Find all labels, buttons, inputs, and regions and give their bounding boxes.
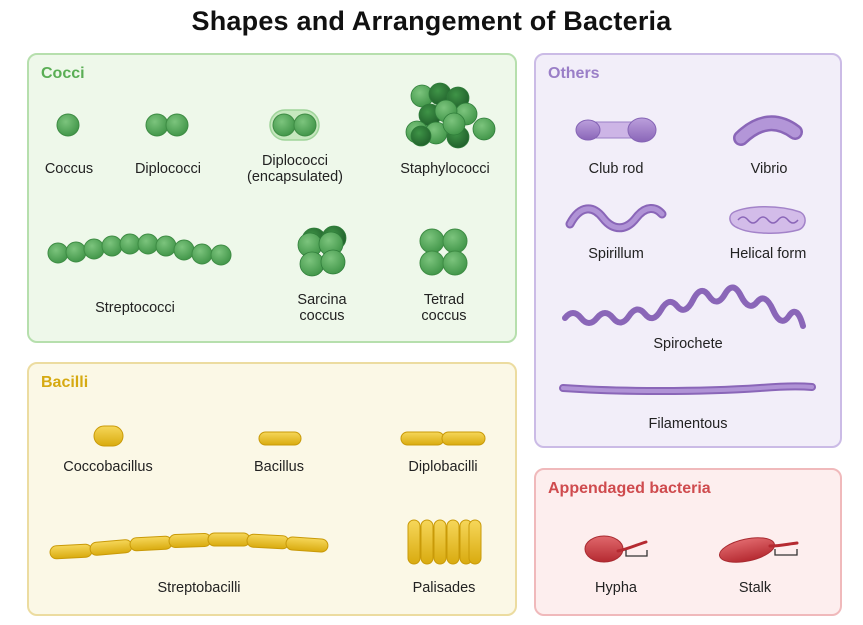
cocci-panel-title: Cocci	[41, 65, 85, 82]
palisades-illustration	[407, 519, 482, 565]
appendaged-panel: Appendaged bacteria	[534, 468, 842, 616]
page-title: Shapes and Arrangement of Bacteria	[191, 6, 672, 36]
helical-form-illustration	[729, 206, 806, 234]
stalk-label: Stalk	[738, 580, 772, 596]
filamentous-illustration	[559, 382, 816, 395]
streptococci-label: Streptococci	[95, 300, 175, 316]
bacillus-label: Bacillus	[254, 459, 304, 475]
staphylococci-illustration	[405, 82, 496, 149]
filamentous-label: Filamentous	[648, 416, 728, 432]
diplococci-encapsulated-illustration	[269, 109, 320, 141]
hypha-label: Hypha	[595, 580, 637, 596]
hypha-illustration	[584, 535, 648, 563]
staphylococci-label: Staphylococci	[400, 161, 490, 177]
bacillus-illustration	[258, 431, 302, 446]
streptobacilli-label: Streptobacilli	[157, 580, 241, 596]
palisades-label: Palisades	[412, 580, 476, 596]
diplococci-encapsulated-label: Diplococci (encapsulated)	[247, 153, 343, 185]
spirochete-label: Spirochete	[653, 336, 723, 352]
streptococci-illustration	[47, 233, 232, 266]
stalk-illustration	[719, 537, 799, 563]
sarcina-illustration	[297, 225, 347, 277]
club-rod-illustration	[575, 117, 657, 143]
diplococci-illustration	[145, 113, 189, 137]
vibrio-illustration	[733, 115, 803, 146]
streptobacilli-illustration	[49, 532, 329, 560]
diplobacilli-label: Diplobacilli	[408, 459, 478, 475]
appendaged-panel-title: Appendaged bacteria	[548, 480, 711, 497]
tetrad-label: Tetrad coccus	[421, 292, 467, 324]
vibrio-label: Vibrio	[750, 161, 788, 177]
coccobacillus-illustration	[93, 425, 124, 447]
bacilli-panel-title: Bacilli	[41, 374, 89, 391]
spirillum-label: Spirillum	[588, 246, 644, 262]
others-panel: Others	[534, 53, 842, 448]
helical-form-label: Helical form	[729, 246, 807, 262]
tetrad-illustration	[419, 228, 468, 276]
sarcina-label: Sarcina coccus	[297, 292, 347, 324]
coccus-label: Coccus	[44, 161, 94, 177]
others-panel-title: Others	[548, 65, 600, 82]
spirillum-illustration	[565, 204, 667, 233]
coccus-illustration	[56, 113, 80, 137]
spirochete-illustration	[562, 284, 806, 329]
diplobacilli-illustration	[400, 431, 486, 446]
bacilli-panel: Bacilli	[27, 362, 517, 616]
coccobacillus-label: Coccobacillus	[63, 459, 153, 475]
diplococci-label: Diplococci	[134, 161, 202, 177]
club-rod-label: Club rod	[588, 161, 644, 177]
